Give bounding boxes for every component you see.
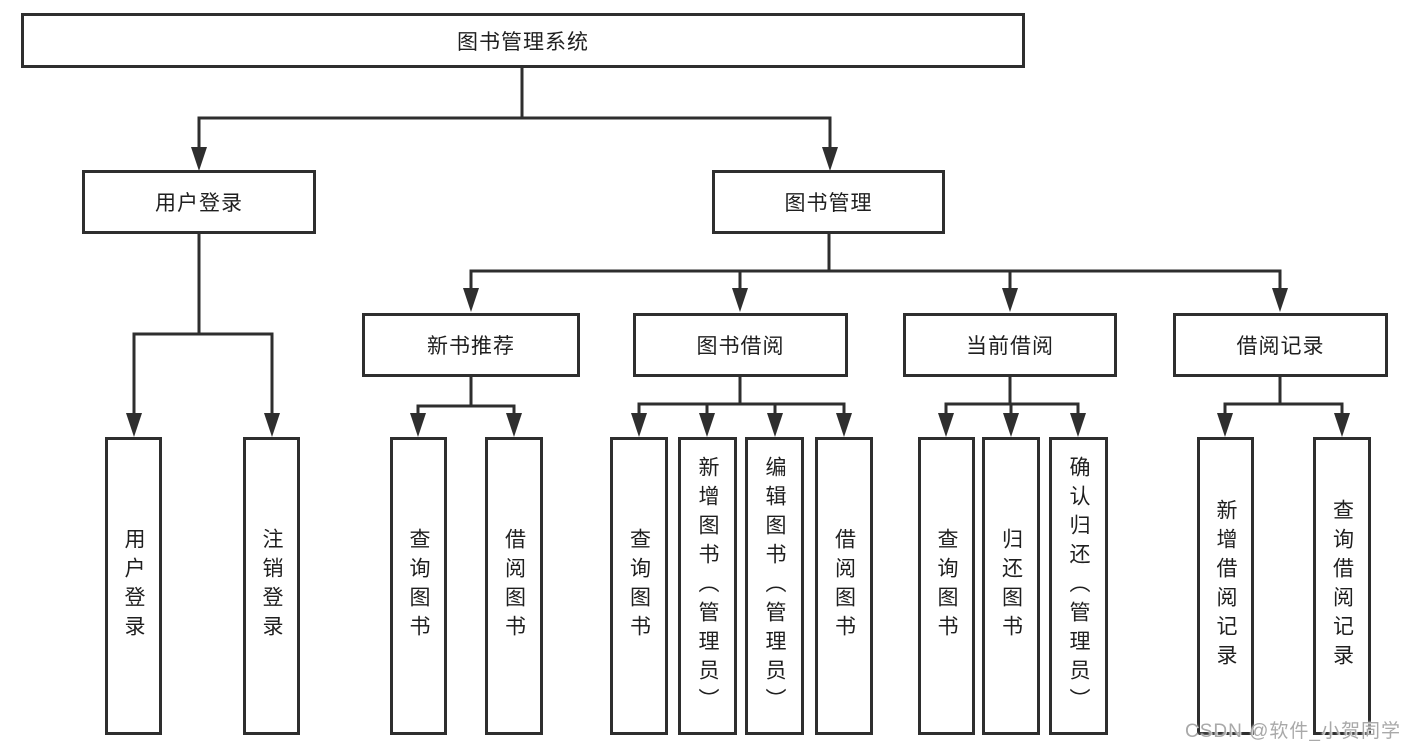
node-borrow-records-label: 借阅记录 xyxy=(1236,335,1325,358)
leaf-user-login-label: 用户登录 xyxy=(122,528,145,644)
leaf-newbook-borrow: 借阅图书 xyxy=(485,437,543,735)
leaf-logout: 注销登录 xyxy=(243,437,300,735)
leaf-record-add-label: 新增借阅记录 xyxy=(1214,499,1237,673)
leaf-borrow-query: 查询图书 xyxy=(610,437,668,735)
node-book-management-group-label: 图书管理 xyxy=(784,192,873,215)
leaf-current-return-label: 归还图书 xyxy=(999,528,1023,644)
node-user-login-group-label: 用户登录 xyxy=(155,192,243,215)
leaf-record-add: 新增借阅记录 xyxy=(1197,437,1254,735)
node-new-book-recommend: 新书推荐 xyxy=(362,313,580,377)
node-current-borrow-label: 当前借阅 xyxy=(966,335,1054,358)
leaf-logout-label: 注销登录 xyxy=(260,528,283,644)
node-current-borrow: 当前借阅 xyxy=(903,313,1117,377)
leaf-newbook-query-label: 查询图书 xyxy=(407,528,430,644)
leaf-newbook-query: 查询图书 xyxy=(390,437,447,735)
leaf-current-confirm-return: 确认归还（管理员） xyxy=(1049,437,1108,735)
leaf-borrow-borrow-book-label: 借阅图书 xyxy=(832,528,856,644)
connector-arrowheads xyxy=(126,147,1350,437)
leaf-borrow-query-label: 查询图书 xyxy=(627,528,651,644)
leaf-borrow-add-book: 新增图书（管理员） xyxy=(678,437,737,735)
leaf-current-return: 归还图书 xyxy=(982,437,1040,735)
leaf-record-query-label: 查询借阅记录 xyxy=(1330,499,1354,673)
leaf-record-query: 查询借阅记录 xyxy=(1313,437,1371,735)
node-book-management-group: 图书管理 xyxy=(712,170,945,234)
node-root: 图书管理系统 xyxy=(21,13,1025,68)
connector-shafts xyxy=(132,67,1344,414)
leaf-current-confirm-return-label: 确认归还（管理员） xyxy=(1067,455,1090,717)
leaf-borrow-edit-book: 编辑图书（管理员） xyxy=(745,437,804,735)
node-book-borrow: 图书借阅 xyxy=(633,313,848,377)
node-root-label: 图书管理系统 xyxy=(457,30,589,54)
node-new-book-recommend-label: 新书推荐 xyxy=(427,335,515,358)
leaf-borrow-add-book-label: 新增图书（管理员） xyxy=(696,455,719,717)
csdn-watermark: CSDN @软件_小贺同学 xyxy=(1185,721,1401,742)
leaf-current-query-label: 查询图书 xyxy=(935,528,958,644)
leaf-newbook-borrow-label: 借阅图书 xyxy=(502,528,526,644)
leaf-user-login: 用户登录 xyxy=(105,437,162,735)
node-borrow-records: 借阅记录 xyxy=(1173,313,1388,377)
leaf-current-query: 查询图书 xyxy=(918,437,975,735)
leaf-borrow-edit-book-label: 编辑图书（管理员） xyxy=(763,455,786,717)
node-book-borrow-label: 图书借阅 xyxy=(696,335,785,358)
node-user-login-group: 用户登录 xyxy=(82,170,316,234)
leaf-borrow-borrow-book: 借阅图书 xyxy=(815,437,873,735)
